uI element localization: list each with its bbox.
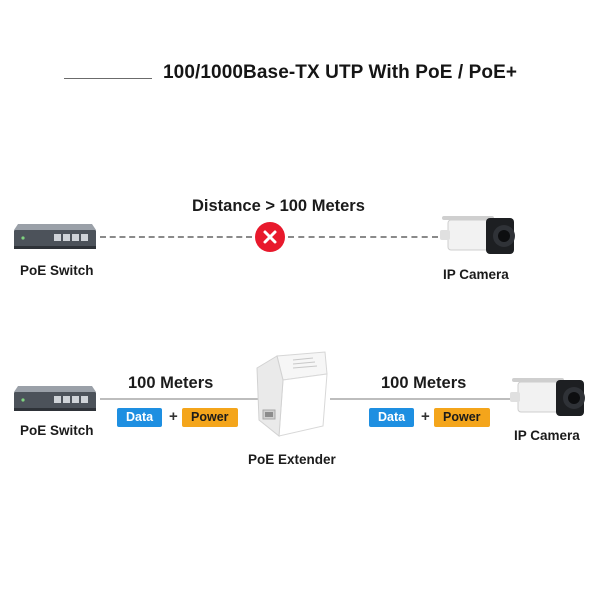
diagram-title: 100/1000Base-TX UTP With PoE / PoE+ [163, 62, 518, 83]
ip-camera-label: IP Camera [514, 428, 580, 443]
red-x-icon [255, 222, 285, 252]
dashed-link-left [100, 236, 252, 238]
title-rule [64, 78, 152, 79]
distance-label: Distance > 100 Meters [192, 197, 365, 215]
data-badge-left: Data [117, 408, 163, 427]
ip-camera-icon [510, 378, 585, 416]
power-badge-left: Power [182, 408, 238, 427]
poe-extender-icon [256, 351, 328, 437]
ip-camera-icon [440, 216, 515, 254]
poe-switch-icon [14, 224, 96, 249]
plus-sign-left: + [169, 408, 178, 425]
link-right [330, 398, 514, 400]
power-badge-right: Power [434, 408, 490, 427]
dashed-link-right [288, 236, 438, 238]
poe-switch-icon [14, 386, 96, 411]
distance-label-right: 100 Meters [381, 374, 467, 392]
poe-switch-label: PoE Switch [20, 423, 94, 438]
data-badge-right: Data [369, 408, 415, 427]
poe-switch-label: PoE Switch [20, 263, 94, 278]
poe-extender-label: PoE Extender [248, 452, 336, 467]
ip-camera-label: IP Camera [443, 267, 509, 282]
distance-label-left: 100 Meters [128, 374, 214, 392]
link-left [100, 398, 262, 400]
plus-sign-right: + [421, 408, 430, 425]
